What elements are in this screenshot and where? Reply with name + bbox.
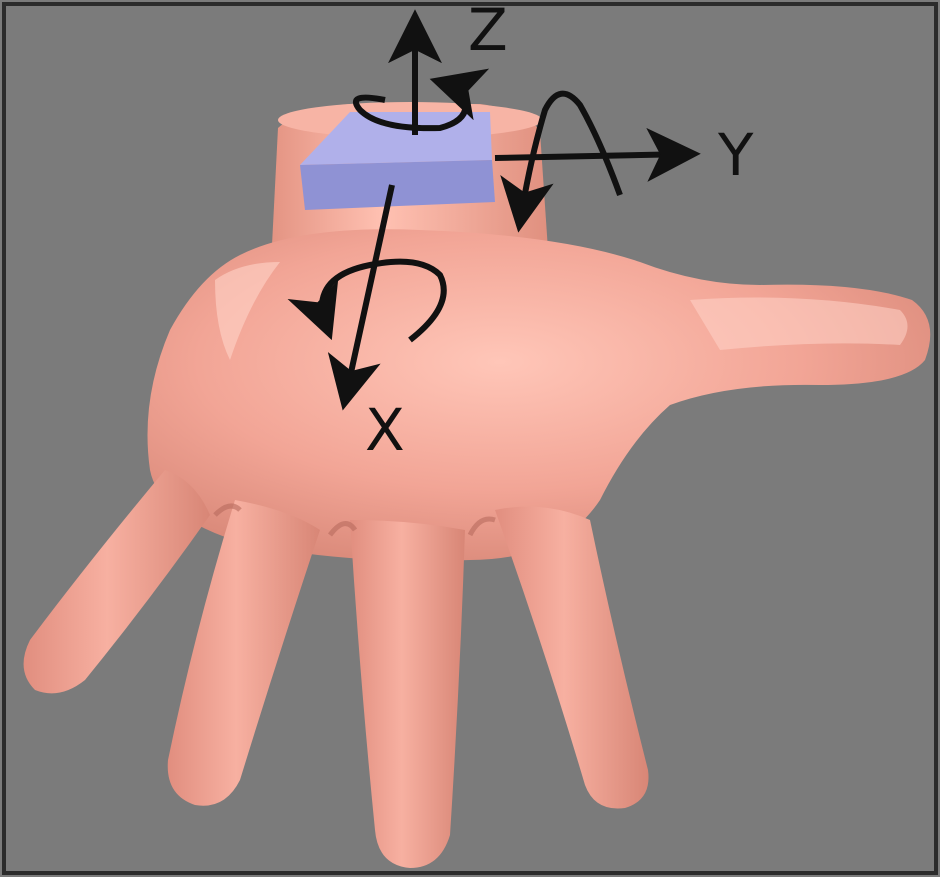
z-axis-label: Z [468, 0, 508, 64]
y-axis-label: Y [717, 121, 754, 189]
x-axis-label: X [365, 396, 405, 464]
sensor-front [300, 160, 495, 210]
y-axis-arrow [495, 154, 690, 158]
